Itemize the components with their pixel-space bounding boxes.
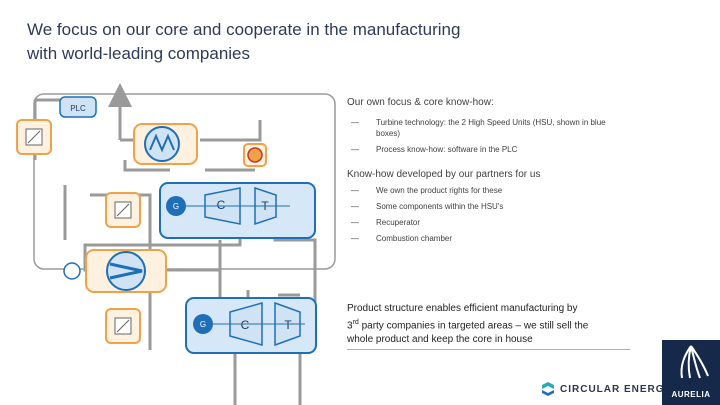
unit2-generator-label: G [200,320,206,329]
unit2-turbine-label: T [284,318,292,332]
circular-energy-name: CIRCULAR ENERGY [560,383,673,395]
plc-badge: PLC [59,96,97,118]
control-panel-bottom-icon [105,308,141,344]
heat-exchanger-icon [133,123,198,165]
combustion-chamber-icon [243,143,267,167]
partners-item: — Recuperator [351,217,626,228]
focus-heading: Our own focus & core know-how: [347,97,494,108]
partners-item: — Combustion chamber [351,233,626,244]
partners-heading: Know-how developed by our partners for u… [347,169,541,180]
aurelia-mark-icon [680,345,709,379]
title-line-2: with world-leading companies [27,44,251,63]
aurelia-name: AURELIA [671,390,711,399]
partners-item-dash: — [351,218,359,227]
aurelia-logo: AURELIA [662,340,720,405]
slide-title: We focus on our core and cooperate in th… [27,18,547,66]
partners-item-dash: — [351,234,359,243]
structure-ordinal-suffix: rd [352,319,359,326]
focus-item-text: Turbine technology: the 2 High Speed Uni… [376,118,606,138]
circular-energy-logo: CIRCULAR ENERGY [540,381,672,397]
unit2-compressor-label: C [241,318,250,332]
focus-item: — Process know-how: software in the PLC [351,144,626,155]
focus-item-text: Process know-how: software in the PLC [376,145,518,154]
product-structure-note: Product structure enables efficient manu… [347,302,630,351]
partners-item-dash: — [351,202,359,211]
focus-item-dash: — [351,145,359,154]
partners-item: — Some components within the HSU's [351,201,626,212]
title-line-1: We focus on our core and cooperate in th… [27,20,461,39]
structure-line-1: Product structure enables efficient manu… [347,303,578,314]
partners-item: — We own the product rights for these [351,185,626,196]
focus-item-dash: — [351,118,359,127]
plc-box [33,93,336,270]
hsu-unit-2: G C T [185,297,317,354]
partners-item-text: We own the product rights for these [376,186,503,195]
partners-item-text: Some components within the HSU's [376,202,504,211]
control-panel-top-icon [16,119,52,155]
partners-item-text: Combustion chamber [376,234,453,243]
partners-item-text: Recuperator [376,218,421,227]
structure-line-2: 3rd party companies in targeted areas – … [347,316,630,333]
unit1-generator-label: G [173,202,179,211]
unit1-compressor-label: C [217,198,226,212]
structure-line-3: whole product and keep the core in house [347,334,533,346]
focus-item: — Turbine technology: the 2 High Speed U… [351,117,626,139]
control-panel-mid-icon [105,192,141,228]
plc-label: PLC [70,104,86,113]
hsu-unit-1: G C T [159,182,316,239]
structure-line-2-text: party companies in targeted areas – we s… [358,320,589,332]
partners-item-dash: — [351,186,359,195]
circular-energy-mark-icon [542,382,554,396]
structure-ordinal: 3 [347,320,353,332]
recuperator-icon [63,249,167,293]
